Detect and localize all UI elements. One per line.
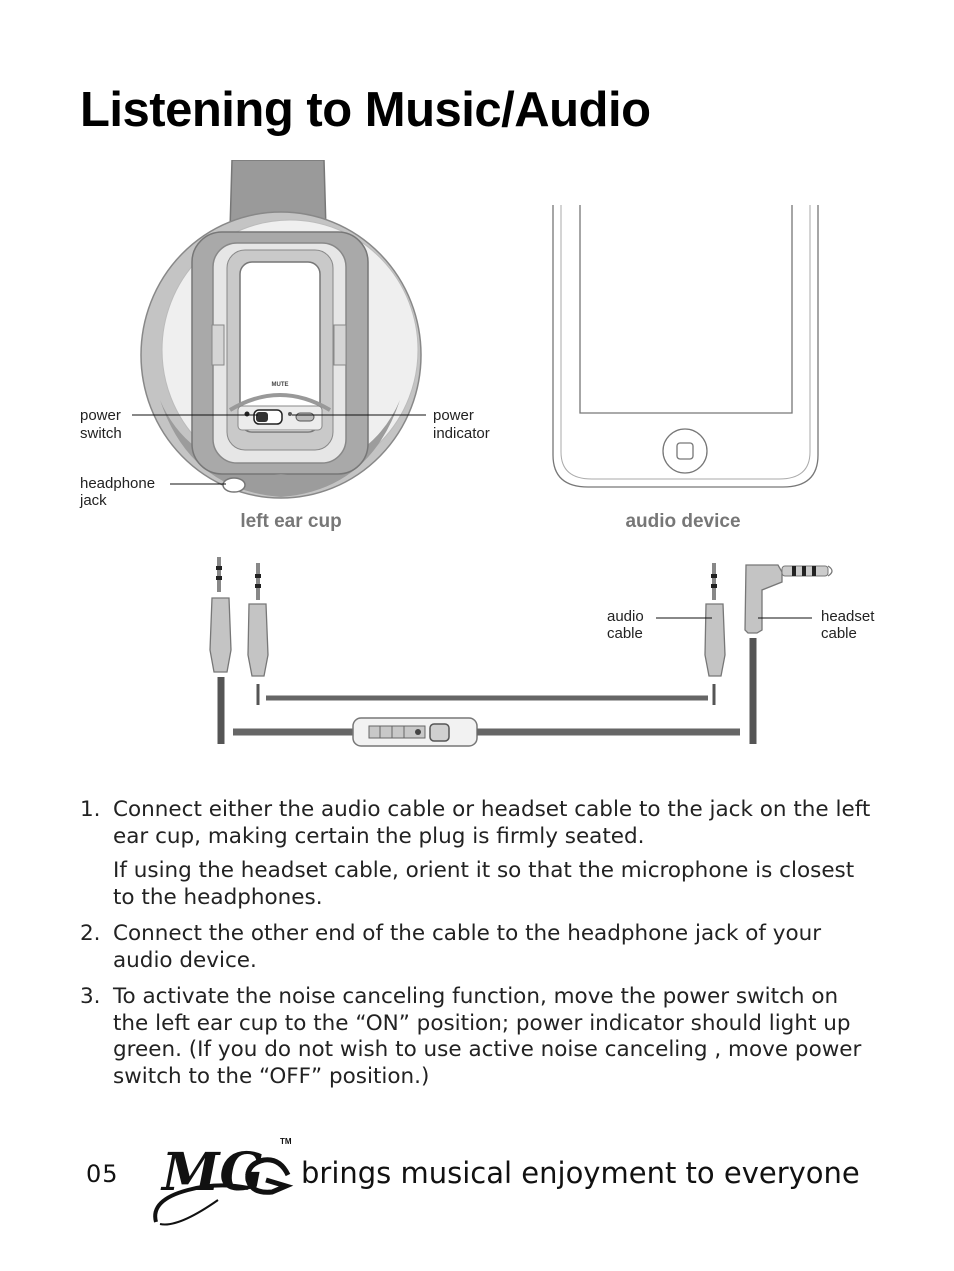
audio-device-caption: audio device [625, 511, 740, 532]
left-ear-cup-caption: left ear cup [240, 511, 341, 532]
mute-label: MUTE [272, 382, 289, 388]
step-item: 3. To activate the noise canceling funct… [80, 984, 880, 1090]
step-text: Connect the other end of the cable to th… [113, 921, 822, 973]
step-item: 2. Connect the other end of the cable to… [80, 921, 880, 974]
page-title: Listening to Music/Audio [80, 83, 651, 137]
page-number: 05 [86, 1160, 119, 1188]
mg-logo: MG TM [153, 1137, 294, 1226]
step-number: 2. [80, 921, 101, 946]
headphone-jack-label: headphone jack [79, 475, 159, 509]
audio-cable-label: audio cable [607, 608, 648, 642]
svg-text:TM: TM [280, 1137, 292, 1146]
step-number: 3. [80, 984, 101, 1009]
step-item: 1. Connect either the audio cable or hea… [80, 797, 880, 911]
step-number: 1. [80, 797, 101, 822]
power-indicator-label: power indicator [433, 407, 490, 442]
headset-cable-label: headset cable [821, 608, 879, 642]
step-text: Connect either the audio cable or headse… [113, 797, 871, 849]
footer-tagline: brings musical enjoyment to everyone [301, 1156, 860, 1190]
audio-device-illustration [552, 205, 819, 488]
step-text: To activate the noise canceling function… [113, 984, 862, 1089]
headphone-connection-diagram: MUTE power switch power indicator headph… [79, 160, 879, 747]
step-subtext: If using the headset cable, orient it so… [113, 858, 855, 910]
power-switch-label: power switch [80, 407, 125, 442]
left-ear-cup-illustration: MUTE [140, 160, 422, 499]
audio-cable-illustration [209, 557, 833, 747]
instruction-steps: 1. Connect either the audio cable or hea… [80, 797, 880, 1100]
